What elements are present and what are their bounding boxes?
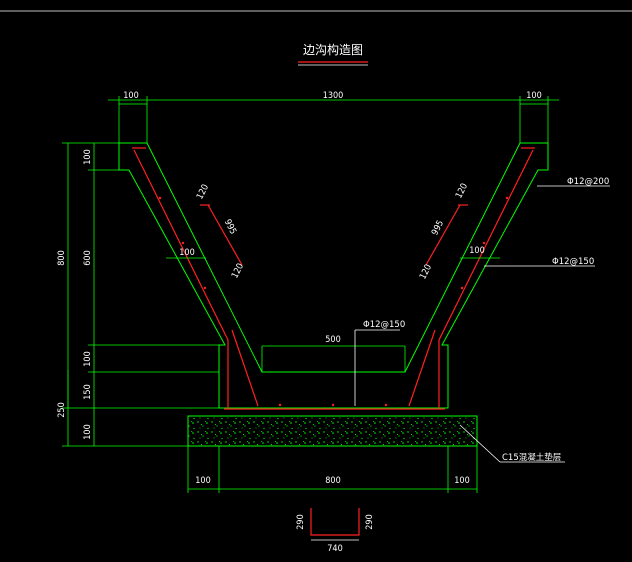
dim-right-end-bot: 120 bbox=[418, 263, 434, 281]
dimension-lines bbox=[62, 96, 559, 493]
dim-bottom-inner: 150 bbox=[83, 384, 93, 399]
dim-slope-height: 600 bbox=[83, 250, 93, 265]
label-rebar-top: Φ12@200 bbox=[567, 177, 609, 187]
dim-top-span: 1300 bbox=[323, 91, 344, 101]
concrete-foundation bbox=[187, 415, 478, 447]
dim-base-right: 100 bbox=[454, 476, 469, 486]
label-rebar-bottom: Φ12@150 bbox=[363, 320, 405, 330]
dim-top-left: 100 bbox=[123, 91, 138, 101]
dim-base-width: 800 bbox=[325, 476, 340, 486]
label-rebar-side: Φ12@150 bbox=[552, 257, 594, 267]
dim-left-end-bot: 120 bbox=[230, 262, 246, 280]
rebar-lines bbox=[132, 147, 535, 410]
drawing-title: 边沟构造图 bbox=[303, 42, 363, 57]
dim-detail-right: 290 bbox=[365, 514, 375, 529]
dim-bottom-outer: 250 bbox=[57, 402, 67, 417]
detail-section bbox=[310, 508, 360, 536]
dim-detail-left: 290 bbox=[296, 514, 306, 529]
dim-total-height: 800 bbox=[57, 250, 67, 265]
dim-wall-left: 100 bbox=[179, 248, 194, 258]
dim-base-curb: 100 bbox=[83, 351, 93, 366]
dim-right-end-top: 120 bbox=[454, 182, 470, 200]
dim-detail-width: 740 bbox=[327, 544, 342, 554]
dim-left-end-top: 120 bbox=[195, 183, 211, 201]
leader-lines bbox=[354, 185, 610, 463]
label-concrete: C15混凝土垫层 bbox=[502, 452, 561, 463]
dim-top-cap: 100 bbox=[83, 149, 93, 164]
dim-wall-right: 100 bbox=[469, 246, 484, 256]
ditch-outline bbox=[118, 103, 549, 409]
dim-foundation: 100 bbox=[83, 424, 93, 439]
dim-base-left: 100 bbox=[195, 476, 210, 486]
dim-top-right: 100 bbox=[526, 91, 541, 101]
dim-inner-bottom: 500 bbox=[325, 335, 340, 345]
